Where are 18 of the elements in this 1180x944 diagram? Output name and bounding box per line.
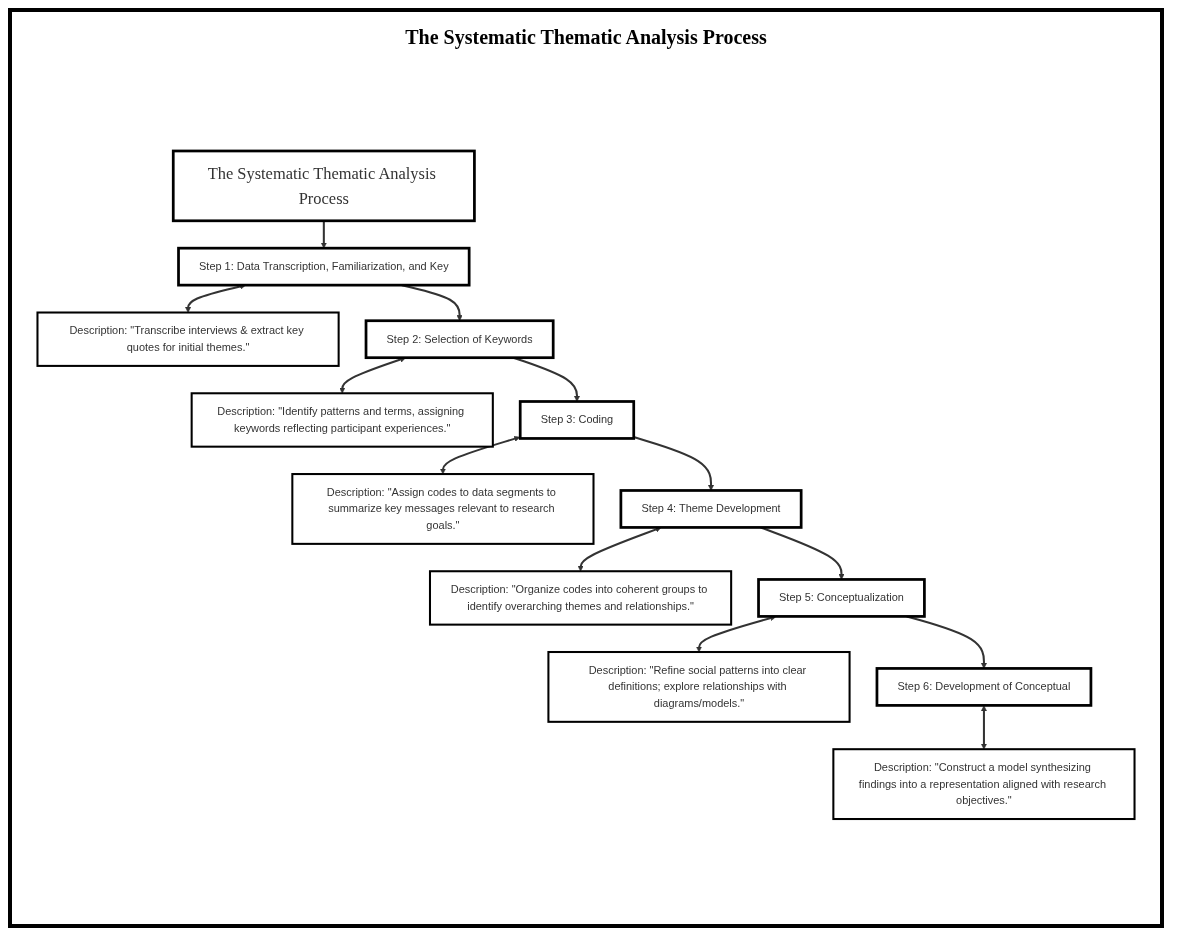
node-box: The Systematic Thematic Analysis Process (171, 149, 476, 223)
node-box: Description: "Identify patterns and terms, assigning keywords reflecting participant experiences." (190, 392, 494, 448)
arrow (320, 220, 327, 249)
node-box: Step 6: Development of Conceptual (875, 667, 1093, 707)
node-box: Description: "Organize codes into coherent groups to identify overarching themes and relationships." (428, 570, 733, 626)
node-box: Step 5: Conceptualization (757, 578, 926, 618)
node-box: Description: "Assign codes to data segments to summarize key messages relevant to research goals." (291, 473, 595, 545)
node-box: Step 1: Data Transcription, Familiarization, and Key (177, 246, 471, 287)
node-box: Step 2: Selection of Keywords (364, 319, 555, 360)
arrow (980, 705, 987, 750)
node-box: Description: "Construct a model synthesizing findings into a representation aligned with research objectives." (832, 748, 1136, 821)
node-box: Description: "Transcribe interviews & extract key quotes for initial themes." (36, 311, 340, 367)
node-box: Step 3: Coding (518, 400, 636, 440)
node-box: Step 4: Theme Development (619, 489, 803, 529)
diagram-title: The Systematic Thematic Analysis Process (404, 26, 768, 49)
node-box: Description: "Refine social patterns into clear definitions; explore relationships with diagrams/models." (547, 651, 851, 723)
arrow (633, 436, 715, 491)
arrow (439, 435, 521, 475)
